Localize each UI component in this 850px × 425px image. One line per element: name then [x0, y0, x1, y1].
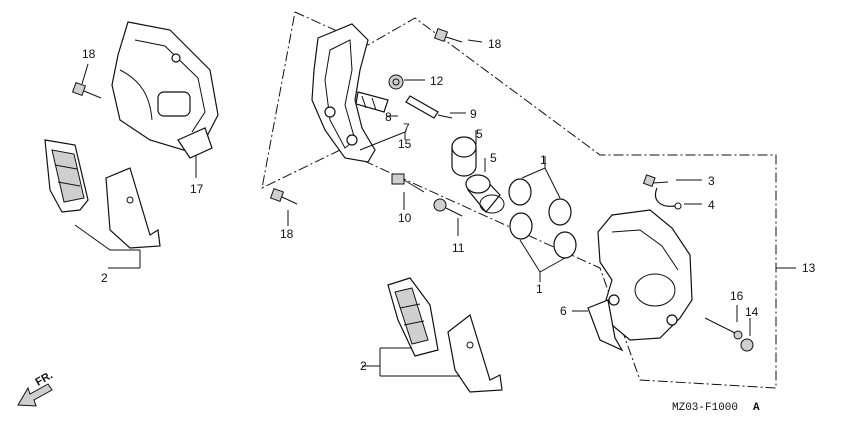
caliper-bracket-7 [311, 23, 376, 163]
bolt-18-top-left [71, 63, 102, 99]
caliper-body [597, 209, 693, 341]
callout-5-lower: 5 [490, 151, 497, 165]
callout-8: 8 [385, 110, 392, 124]
bolt-11 [433, 198, 463, 236]
callout-17: 17 [190, 182, 204, 196]
callout-9: 9 [470, 107, 477, 121]
caliper-assembly-17 [111, 21, 219, 159]
callout-1-upper: 1 [540, 153, 547, 167]
leader-lines [195, 39, 796, 367]
assembly-outline [261, 11, 777, 389]
callout-6: 6 [560, 304, 567, 318]
slide-pin-10 [391, 173, 425, 210]
bleed-cap-4 [654, 187, 682, 210]
callout-2-lower: 2 [360, 359, 367, 373]
callout-4: 4 [708, 198, 715, 212]
callout-18-top-left: 18 [82, 47, 96, 61]
callout-3: 3 [708, 174, 715, 188]
callout-11: 11 [452, 241, 465, 255]
callout-13: 13 [802, 261, 816, 275]
callout-18-lower: 18 [280, 227, 294, 241]
pad-shim-6 [572, 299, 624, 352]
pad-set-2-left [44, 139, 161, 269]
callout-7: 7 [403, 121, 410, 135]
drawing-code-suffix: A [753, 402, 760, 414]
callout-12: 12 [430, 74, 444, 88]
callout-10: 10 [398, 211, 412, 225]
bolt-18-lower [269, 187, 298, 226]
callout-15: 15 [398, 137, 412, 151]
callout-5-upper: 5 [476, 127, 483, 141]
front-direction-arrow [17, 383, 53, 407]
callout-1-lower: 1 [536, 282, 543, 296]
bleed-valve-3 [642, 174, 669, 188]
piston-5-lower [465, 174, 505, 214]
pad-pin-9 [405, 95, 453, 119]
cap-12 [388, 74, 404, 90]
pin-16 [704, 305, 743, 340]
pad-set-2-lower [379, 277, 503, 393]
piston-5-upper [451, 136, 477, 177]
callout-16: 16 [730, 289, 744, 303]
callout-18-top: 18 [488, 37, 502, 51]
front-direction-label: FR. [34, 369, 55, 388]
piston-seals-1 [508, 156, 577, 282]
callout-14: 14 [745, 305, 759, 319]
pad-spring-8 [355, 91, 389, 113]
drawing-code: MZ03-F1000 [672, 402, 738, 414]
callout-2-left: 2 [101, 271, 108, 285]
bolt-18-top [433, 27, 463, 43]
nut-14 [740, 318, 754, 352]
